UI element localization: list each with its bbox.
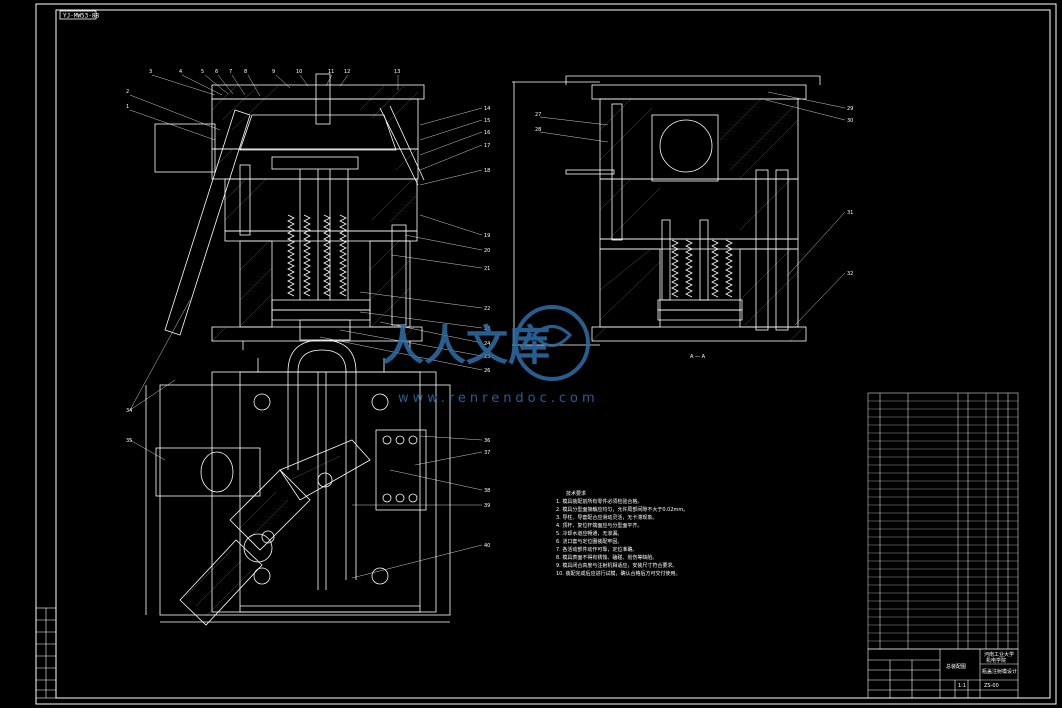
tech-line: 2. 模具分型面接触应均匀，允许局部间隙不大于0.02mm。 <box>556 506 688 513</box>
tech-requirements: 技术要求 1. 模具装配前所有零件必须检验合格。 2. 模具分型面接触应均匀，允… <box>556 490 688 577</box>
tech-line: 5. 冷却水道应畅通，无渗漏。 <box>556 530 622 537</box>
svg-text:16: 16 <box>484 130 490 136</box>
svg-text:29: 29 <box>847 106 853 112</box>
svg-text:24: 24 <box>484 341 490 347</box>
svg-text:27: 27 <box>535 112 541 118</box>
svg-text:20: 20 <box>484 248 490 254</box>
svg-text:6: 6 <box>215 69 218 75</box>
inner-frame <box>55 9 1051 699</box>
svg-text:30: 30 <box>847 118 853 124</box>
svg-text:22: 22 <box>484 306 490 312</box>
tech-line: 9. 模具闭合高度与注射机相适应，安装尺寸符合要求。 <box>556 562 677 569</box>
svg-text:39: 39 <box>484 503 490 509</box>
tech-line: 10. 装配完成后应进行试模，确认合格后方可交付使用。 <box>556 570 681 577</box>
svg-text:18: 18 <box>484 168 490 174</box>
svg-text:12: 12 <box>344 69 350 75</box>
svg-text:2: 2 <box>126 89 129 95</box>
svg-text:3: 3 <box>149 69 152 75</box>
scale-value: 1:1 <box>958 683 966 689</box>
drawing-number: ZS-00 <box>984 683 999 689</box>
svg-text:40: 40 <box>484 543 490 549</box>
svg-text:23: 23 <box>484 326 490 332</box>
svg-text:26: 26 <box>484 368 490 374</box>
plan-leaders <box>129 379 483 579</box>
left-margin-table <box>35 607 57 699</box>
svg-text:21: 21 <box>484 266 490 272</box>
side-section-view <box>512 75 821 346</box>
svg-text:28: 28 <box>535 127 541 133</box>
front-section-view <box>154 73 425 350</box>
tech-line: 1. 模具装配前所有零件必须检验合格。 <box>556 498 642 505</box>
watermark-brand: 人人文库 <box>382 321 550 370</box>
svg-text:13: 13 <box>394 69 400 75</box>
dept-name: 机电学院 <box>986 657 1006 664</box>
title-block-text: 河南工业大学 机电学院 总装配图 瓶盖注射模设计 1:1 ZS-00 <box>946 651 1017 689</box>
tech-line: 8. 模具表面不得有锈蚀、磕碰、划伤等缺陷。 <box>556 554 657 561</box>
tech-line: 4. 顶杆、复位杆端面应与分型面平齐。 <box>556 522 642 529</box>
tech-line: 7. 各活动部件动作可靠，定位准确。 <box>556 546 637 553</box>
svg-text:9: 9 <box>272 69 275 75</box>
svg-text:11: 11 <box>328 69 334 75</box>
drawing-name: 总装配图 <box>946 663 966 670</box>
svg-text:32: 32 <box>847 271 853 277</box>
svg-text:38: 38 <box>484 488 490 494</box>
svg-text:37: 37 <box>484 450 490 456</box>
plan-view <box>145 339 451 626</box>
svg-text:4: 4 <box>179 69 182 75</box>
product-name: 瓶盖注射模设计 <box>982 668 1017 675</box>
svg-text:1: 1 <box>126 104 129 110</box>
watermark-url: www.renrendoc.com <box>398 391 599 406</box>
svg-text:19: 19 <box>484 233 490 239</box>
front-hatching <box>211 85 419 342</box>
code-box-text: YJ-MW53-88 <box>63 13 100 20</box>
section-label: A — A <box>690 354 706 360</box>
svg-text:10: 10 <box>296 69 302 75</box>
svg-text:31: 31 <box>847 210 853 216</box>
svg-text:36: 36 <box>484 438 490 444</box>
svg-text:8: 8 <box>244 69 247 75</box>
side-hatching <box>591 98 805 342</box>
code-box: YJ-MW53-88 <box>59 10 100 20</box>
svg-text:5: 5 <box>201 69 204 75</box>
svg-text:34: 34 <box>126 408 132 414</box>
outer-frame <box>35 3 1057 705</box>
plan-hatching <box>185 455 341 617</box>
tech-line: 6. 浇口套与定位圈装配牢固。 <box>556 538 622 545</box>
title-block <box>867 648 1019 699</box>
svg-text:25: 25 <box>484 354 490 360</box>
front-leaders <box>129 74 483 411</box>
svg-text:15: 15 <box>484 118 490 124</box>
watermark-logo: 人人文库 www.renrendoc.com <box>382 305 599 406</box>
side-balloon-labels: 27 28 29 30 31 32 <box>535 106 853 277</box>
svg-text:14: 14 <box>484 106 490 112</box>
svg-text:35: 35 <box>126 438 132 444</box>
side-leaders <box>539 91 846 326</box>
school-name: 河南工业大学 <box>984 651 1014 658</box>
svg-text:17: 17 <box>484 143 490 149</box>
svg-text:7: 7 <box>229 69 232 75</box>
plan-balloon-labels: 34 35 36 37 38 39 40 <box>126 408 490 549</box>
tech-line: 3. 导柱、导套配合应滑动灵活，无卡滞现象。 <box>556 514 657 521</box>
bill-of-materials <box>867 392 1019 650</box>
tech-title: 技术要求 <box>566 490 586 497</box>
